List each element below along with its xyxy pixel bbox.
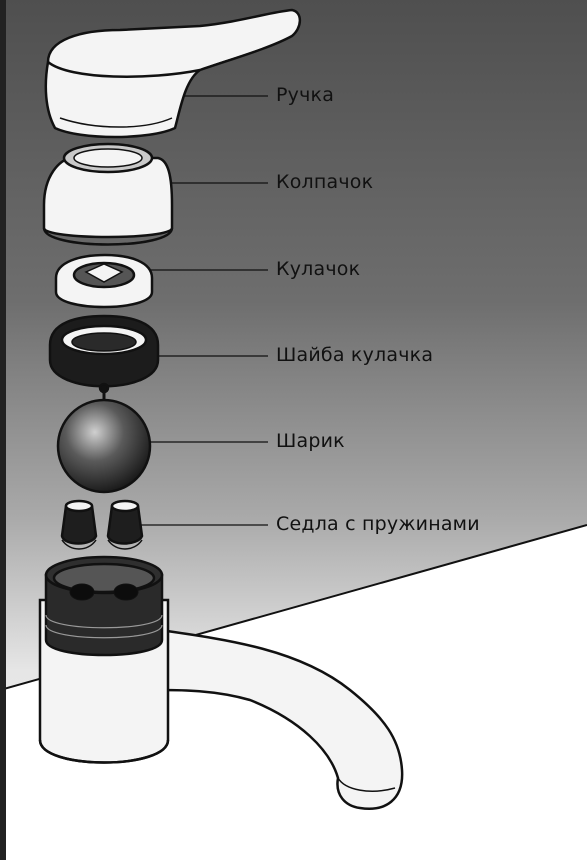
leader-lines: [138, 95, 268, 526]
label-cam-washer: Шайба кулачка: [276, 344, 434, 366]
handle-part: [44, 8, 302, 139]
label-handle: Ручка: [276, 84, 335, 106]
left-frame: [0, 0, 6, 860]
faucet-body: [38, 555, 404, 810]
cap-part: [42, 142, 174, 246]
cam-washer-part: [48, 314, 160, 388]
cam-part: [54, 253, 154, 309]
label-cam: Кулачок: [276, 258, 361, 280]
seats-part: [60, 499, 144, 550]
label-seats: Седла с пружинами: [276, 513, 480, 535]
ball-part: [56, 382, 152, 494]
label-ball: Шарик: [276, 430, 345, 452]
label-cap: Колпачок: [276, 171, 374, 193]
